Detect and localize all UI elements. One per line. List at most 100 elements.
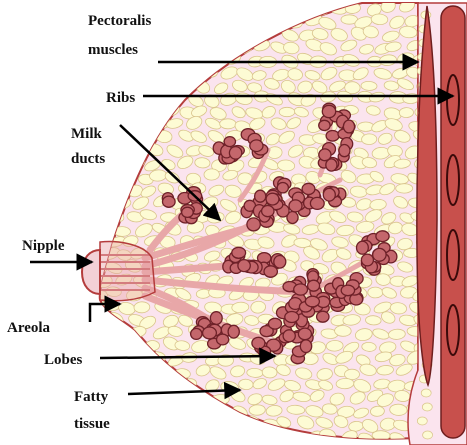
- lobule-alveolus: [262, 206, 274, 217]
- fat-globule: [143, 79, 161, 92]
- fat-globule: [174, 78, 191, 92]
- fat-globule: [93, 364, 111, 379]
- fat-globule: [191, 0, 211, 15]
- fat-globule: [187, 65, 204, 79]
- fat-globule: [195, 51, 213, 67]
- lobule-alveolus: [264, 266, 277, 277]
- lobule-alveolus: [250, 140, 263, 152]
- label-lobes: Lobes: [44, 352, 83, 368]
- fat-globule: [153, 12, 171, 27]
- label-nipple: Nipple: [22, 238, 65, 254]
- fat-globule: [148, 65, 163, 77]
- fat-globule: [396, 184, 413, 194]
- fat-globule: [150, 406, 168, 418]
- fat-globule: [168, 15, 185, 31]
- fat-globule: [104, 181, 121, 195]
- lobule-alveolus: [217, 334, 229, 345]
- label-milk-ducts-line2: ducts: [71, 151, 105, 167]
- fat-globule: [185, 430, 202, 443]
- fat-globule: [312, 4, 329, 15]
- fat-globule: [228, 414, 248, 429]
- fat-globule: [286, 17, 303, 29]
- lobule-alveolus: [310, 197, 324, 209]
- fat-globule: [417, 417, 427, 425]
- label-milk-ducts-line1: Milk: [71, 126, 102, 142]
- lobule-alveolus: [308, 280, 320, 291]
- lobule-alveolus: [255, 190, 266, 202]
- lobule-alveolus: [266, 193, 279, 205]
- lobule-alveolus: [317, 311, 329, 322]
- label-areola: Areola: [7, 320, 51, 336]
- fat-globule: [98, 327, 116, 341]
- fat-globule: [399, 107, 414, 117]
- fat-globule: [113, 144, 132, 160]
- fat-globule: [176, 0, 196, 18]
- fat-globule: [257, 25, 275, 38]
- label-pectoralis-line1: Pectoralis: [88, 13, 151, 29]
- fat-globule: [421, 389, 431, 397]
- fat-globule: [137, 68, 154, 80]
- fat-globule: [89, 207, 109, 224]
- fat-globule: [161, 413, 181, 430]
- fat-globule: [142, 53, 159, 67]
- lobule-alveolus: [285, 312, 299, 323]
- lobule-alveolus: [269, 318, 282, 329]
- fat-globule: [279, 107, 295, 116]
- fat-globule: [345, 369, 360, 379]
- fat-globule: [163, 2, 181, 18]
- fat-globule: [175, 417, 192, 431]
- fat-globule: [220, 408, 235, 418]
- fat-globule: [117, 407, 136, 419]
- fat-globule: [216, 428, 235, 445]
- fat-globule: [245, 30, 261, 43]
- fat-globule: [135, 430, 151, 443]
- lobule-alveolus: [357, 241, 369, 254]
- fat-globule: [89, 314, 108, 330]
- lobule-alveolus: [339, 145, 350, 157]
- lobule-alveolus: [191, 328, 202, 339]
- lobule-alveolus: [322, 105, 335, 117]
- label-fatty-tissue-line1: Fatty: [74, 389, 109, 405]
- fat-globule: [122, 337, 143, 354]
- fat-globule: [226, 26, 242, 38]
- fat-globule: [92, 104, 110, 121]
- fat-globule: [142, 106, 156, 116]
- fat-globule: [219, 42, 238, 57]
- fat-globule: [156, 27, 174, 44]
- lobule-alveolus: [323, 188, 335, 201]
- fat-globule: [361, 134, 377, 145]
- fat-globule: [254, 17, 273, 30]
- fat-globule: [230, 5, 245, 16]
- fat-globule: [187, 14, 206, 28]
- fat-globule: [116, 169, 133, 182]
- lobule-alveolus: [210, 312, 222, 325]
- fat-globule: [129, 119, 146, 131]
- lobule-alveolus: [182, 207, 194, 217]
- fat-globule: [334, 325, 351, 336]
- lobule-alveolus: [302, 183, 315, 194]
- fat-globule: [132, 380, 149, 393]
- fat-globule: [118, 352, 139, 370]
- label-ribs: Ribs: [106, 90, 135, 106]
- fat-globule: [187, 403, 204, 419]
- fat-globule: [285, 430, 305, 445]
- fat-globule: [98, 67, 115, 79]
- fat-globule: [163, 66, 181, 82]
- fat-globule: [144, 415, 161, 430]
- lobule-alveolus: [274, 255, 286, 268]
- fat-globule: [215, 28, 230, 39]
- lobule-alveolus: [203, 327, 217, 339]
- nipple: [82, 250, 100, 294]
- lobule-alveolus: [341, 285, 354, 296]
- fat-globule: [199, 14, 215, 28]
- lobule-alveolus: [298, 328, 311, 340]
- fat-globule: [191, 417, 208, 429]
- fat-globule: [252, 432, 269, 445]
- lobule-alveolus: [294, 284, 308, 295]
- lobule-alveolus: [238, 260, 250, 272]
- lobule-alveolus: [319, 149, 331, 161]
- lobule-alveolus: [373, 248, 386, 261]
- fat-globule: [158, 51, 176, 67]
- fat-globule: [148, 428, 165, 442]
- lobule-alveolus: [361, 254, 373, 266]
